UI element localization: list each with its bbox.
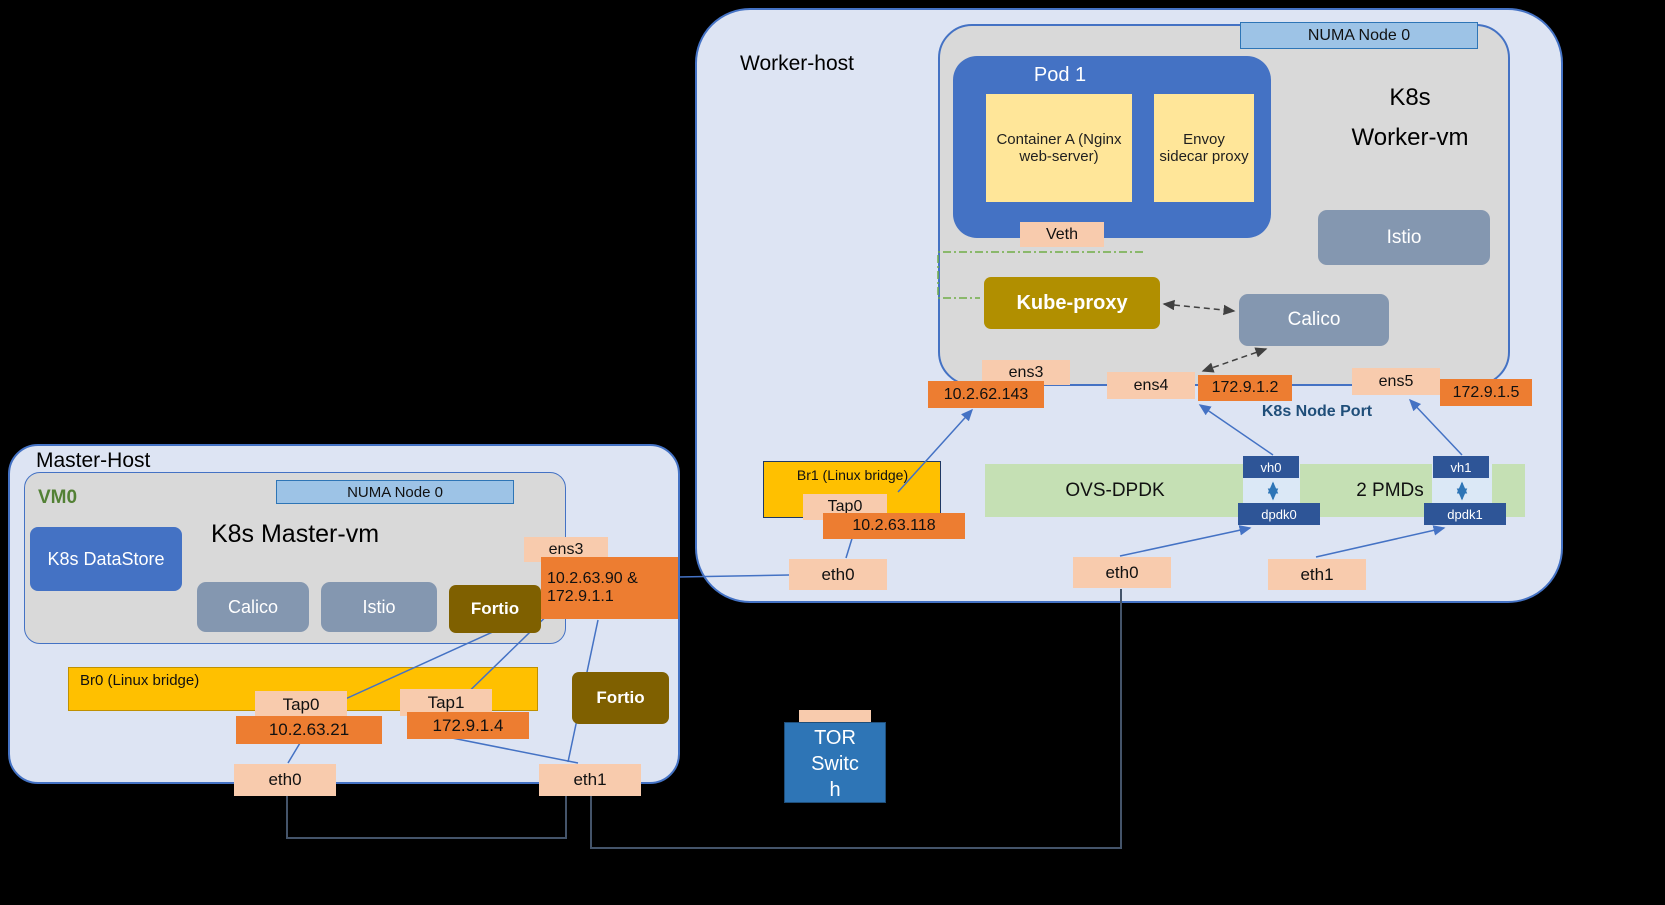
- container-a-box: Container A (Nginx web-server): [986, 94, 1132, 202]
- master-fortio-vm-box: Fortio: [449, 585, 541, 633]
- master-fortio-host-box: Fortio: [572, 672, 669, 724]
- master-eth1-label: eth1: [539, 764, 641, 796]
- br0-bridge-label: Br0 (Linux bridge): [80, 672, 200, 689]
- envoy-sidecar-box: Envoy sidecar proxy: [1154, 94, 1254, 202]
- ovs-dpdk-label: OVS-DPDK: [1065, 480, 1165, 501]
- worker-host-title: Worker-host: [740, 52, 854, 75]
- worker-vm-title: K8s Worker-vm: [1351, 84, 1469, 151]
- worker-tap0-ip: 10.2.63.118: [823, 513, 965, 539]
- dpdk1-badge: dpdk1: [1424, 503, 1506, 525]
- master-istio-box: Istio: [321, 582, 437, 632]
- tor-switch-box: TOR Switch: [784, 722, 886, 803]
- master-tap1-ip: 172.9.1.4: [407, 712, 529, 739]
- master-ens3-ip-text: 10.2.63.90 & 172.9.1.1: [547, 570, 638, 605]
- k8s-node-port-label: K8s Node Port: [1261, 403, 1373, 420]
- master-tap0-label: Tap0: [255, 691, 347, 718]
- worker-ens5-ip: 172.9.1.5: [1440, 379, 1532, 406]
- worker-eth1-label: eth1: [1268, 559, 1366, 590]
- veth-label: Veth: [1020, 222, 1104, 247]
- container-a-label: Container A (Nginx web-server): [996, 131, 1122, 165]
- vm0-label: VM0: [38, 487, 78, 508]
- dpdk0-badge: dpdk0: [1238, 503, 1320, 525]
- master-tap0-ip: 10.2.63.21: [236, 716, 382, 744]
- master-ens3-ip: 10.2.63.90 & 172.9.1.1: [541, 557, 678, 619]
- master-numa-badge: NUMA Node 0: [276, 480, 514, 504]
- kube-proxy-box: Kube-proxy: [984, 277, 1160, 329]
- worker-ens3-ip: 10.2.62.143: [928, 381, 1044, 408]
- master-eth0-label: eth0: [234, 764, 336, 796]
- worker-eth0-mid-label: eth0: [1073, 557, 1171, 588]
- worker-ens3-label: ens3: [982, 360, 1070, 385]
- br1-bridge-label: Br1 (Linux bridge): [796, 467, 909, 483]
- vh0-badge: vh0: [1243, 456, 1299, 478]
- tor-switch-label: TOR Switch: [811, 727, 859, 801]
- k8s-datastore-box: K8s DataStore: [30, 527, 182, 591]
- pod1-title: Pod 1: [1033, 63, 1087, 86]
- worker-istio-box: Istio: [1318, 210, 1490, 265]
- pmds-label: 2 PMDs: [1356, 480, 1424, 501]
- worker-ens5-label: ens5: [1352, 368, 1440, 395]
- worker-numa-badge: NUMA Node 0: [1240, 22, 1478, 49]
- master-vm-title: K8s Master-vm: [210, 519, 380, 548]
- worker-ens4-ip: 172.9.1.2: [1198, 375, 1292, 401]
- worker-eth0-left-label: eth0: [789, 559, 887, 590]
- k8s-datastore-label: K8s DataStore: [47, 548, 165, 569]
- vh1-badge: vh1: [1433, 456, 1489, 478]
- worker-calico-box: Calico: [1239, 294, 1389, 346]
- master-calico-box: Calico: [197, 582, 309, 632]
- worker-ens4-label: ens4: [1107, 372, 1195, 399]
- master-host-title: Master-Host: [36, 449, 151, 472]
- envoy-sidecar-label: Envoy sidecar proxy: [1159, 131, 1249, 165]
